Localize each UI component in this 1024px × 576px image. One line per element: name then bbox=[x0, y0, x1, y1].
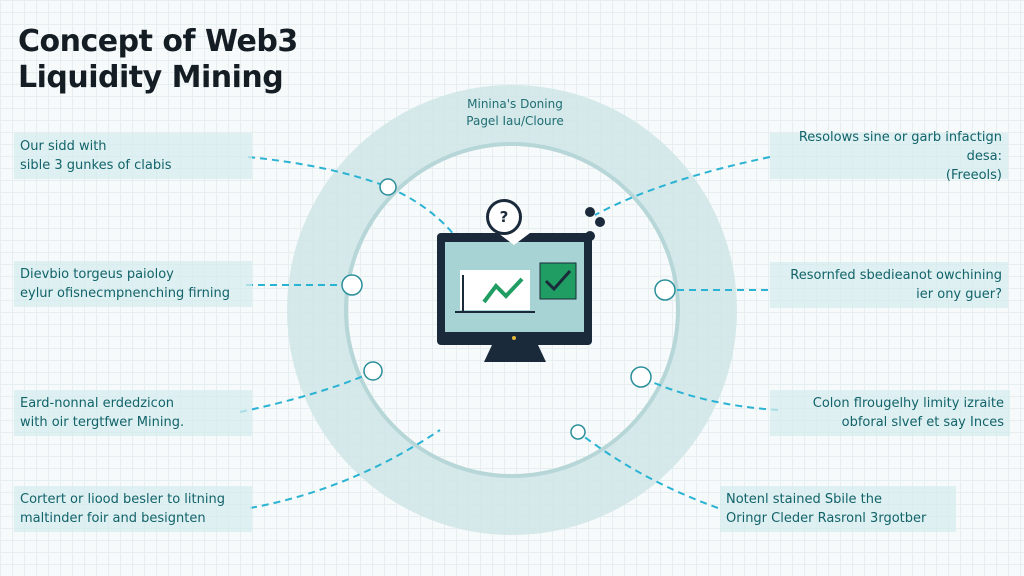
info-box-left-4: Cortert or liood besler to litning maltin… bbox=[14, 486, 252, 532]
question-badge: ? bbox=[486, 199, 522, 235]
box-text: Notenl stained Sbile the bbox=[726, 492, 883, 507]
title-line-1: Concept of Web3 bbox=[18, 24, 298, 59]
triangle-icon bbox=[630, 366, 652, 388]
connector-5 bbox=[594, 156, 771, 216]
check-icon bbox=[544, 270, 572, 292]
box-text: ier ony guer? bbox=[916, 287, 1002, 302]
trend-chart-icon bbox=[482, 277, 524, 304]
link-icon bbox=[570, 424, 586, 440]
title-line-2: Liquidity Mining bbox=[18, 60, 284, 95]
page-title: Concept of Web3 Liquidity Mining bbox=[18, 24, 298, 96]
box-text: Our sidd with bbox=[20, 139, 107, 154]
box-text: Resolows sine or garb infactign desa: bbox=[798, 129, 1002, 164]
node-icon bbox=[379, 178, 397, 196]
ring-label-line-2: Pagel Iau/Cloure bbox=[466, 114, 564, 128]
info-box-left-3: Eard-nonnal erdedzicon with oir tergtfwer… bbox=[14, 390, 252, 436]
monitor-icon bbox=[437, 230, 592, 362]
connector-7 bbox=[640, 376, 779, 411]
ring-label-line-1: Mininа's Doning bbox=[467, 97, 563, 111]
info-box-right-3: Colon flrougelhy limity izraite obforal s… bbox=[770, 390, 1010, 436]
connector-4 bbox=[249, 429, 441, 509]
plus-icon bbox=[654, 279, 676, 301]
box-text: sible 3 gunkes of clabis bbox=[20, 158, 172, 173]
box-text: obforal slvef et say Inces bbox=[841, 415, 1004, 430]
box-text: Resornfed sbedieanot owchining bbox=[790, 268, 1002, 283]
box-text: Oringr Cleder Rasronl 3rgotber bbox=[726, 511, 927, 526]
box-text: Cortert or liood besler to litning bbox=[20, 492, 225, 507]
box-text: Eard-nonnal erdedzicon bbox=[20, 396, 175, 411]
coin-icon bbox=[363, 361, 383, 381]
connector-lines bbox=[239, 156, 779, 509]
ring-label: Mininа's Doning Pagel Iau/Cloure bbox=[440, 96, 590, 130]
info-box-right-1: Resolows sine or garb infactign desa: (Fr… bbox=[770, 130, 1008, 183]
info-box-right-2: Resornfed sbedieanot owchining ier ony gu… bbox=[770, 262, 1008, 308]
inner-ring-edge bbox=[344, 142, 680, 478]
box-text: with oir tergtfwer Mining. bbox=[20, 415, 185, 430]
info-box-left-2: Dievbio torgeus paioloy eylur ofisnecmpne… bbox=[14, 261, 252, 307]
box-text: Dievbio torgeus paioloy bbox=[20, 267, 174, 282]
connector-8 bbox=[577, 431, 719, 509]
outer-ring bbox=[287, 85, 737, 535]
document-icon bbox=[341, 274, 363, 296]
box-text: maltinder foir and besignten bbox=[20, 511, 206, 526]
box-text: eylur ofisnecmpnenching firning bbox=[20, 286, 230, 301]
box-text: Colon flrougelhy limity izraite bbox=[812, 396, 1004, 411]
box-text: (Freeols) bbox=[945, 167, 1002, 183]
ring-icons bbox=[341, 178, 676, 440]
connector-3 bbox=[239, 371, 374, 413]
info-box-left-1: Our sidd with sible 3 gunkes of clabis bbox=[14, 133, 252, 179]
